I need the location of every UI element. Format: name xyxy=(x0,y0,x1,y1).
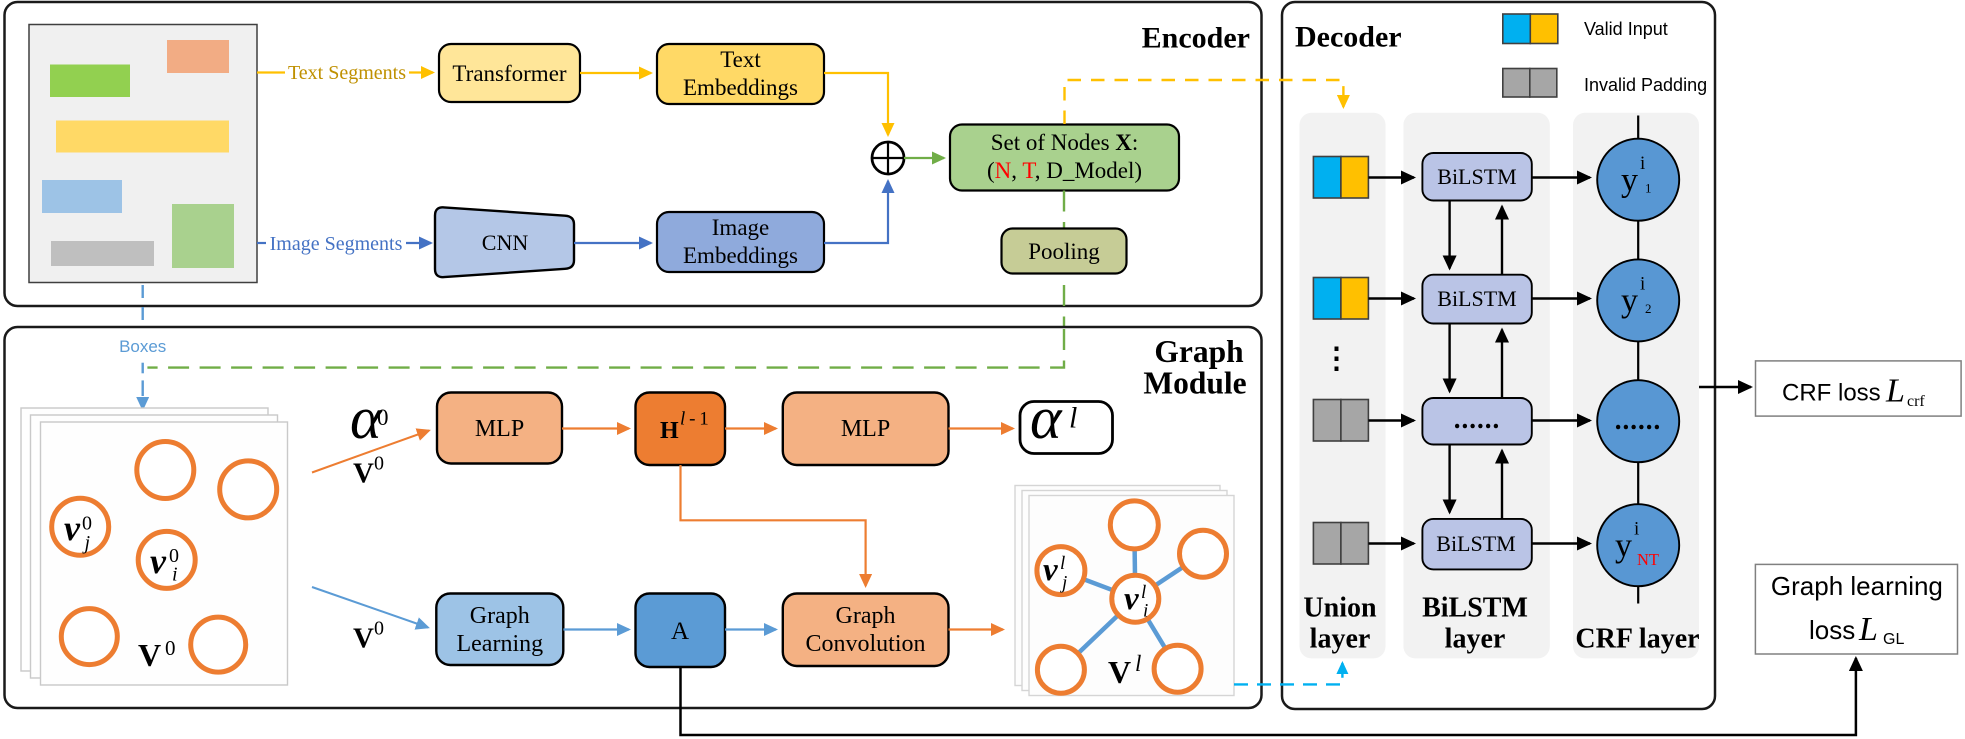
svg-text:Image Segments: Image Segments xyxy=(270,233,403,255)
svg-text:y: y xyxy=(1615,528,1632,565)
svg-text:Union: Union xyxy=(1303,593,1377,624)
svg-text:0: 0 xyxy=(377,405,389,430)
svg-text:Text: Text xyxy=(720,47,761,72)
svg-text:0: 0 xyxy=(169,545,179,567)
svg-text:MLP: MLP xyxy=(475,416,524,442)
svg-text:Graph: Graph xyxy=(470,603,530,629)
svg-text:layer: layer xyxy=(1445,624,1506,655)
svg-text:layer: layer xyxy=(1310,624,1371,655)
svg-text:Graph learning: Graph learning xyxy=(1771,571,1943,601)
svg-text:Module: Module xyxy=(1143,366,1246,401)
svg-text:⋮: ⋮ xyxy=(1322,343,1351,375)
svg-text:l - 1: l - 1 xyxy=(680,409,709,430)
svg-text:Embeddings: Embeddings xyxy=(683,75,798,100)
svg-text:......: ...... xyxy=(1454,404,1501,434)
svg-text:Text Segments: Text Segments xyxy=(288,62,406,84)
svg-text:y: y xyxy=(1621,162,1638,199)
svg-text:V: V xyxy=(138,637,161,673)
svg-text:CRF loss: CRF loss xyxy=(1782,380,1881,407)
svg-text:1: 1 xyxy=(1645,181,1652,196)
svg-text:CRF layer: CRF layer xyxy=(1575,624,1699,655)
svg-text:Decoder: Decoder xyxy=(1295,21,1402,54)
svg-text:i: i xyxy=(1634,519,1639,540)
svg-text:Set of Nodes X:: Set of Nodes X: xyxy=(991,130,1139,155)
svg-text:Image: Image xyxy=(712,215,769,240)
svg-text:y: y xyxy=(1621,283,1638,320)
svg-text:α: α xyxy=(350,385,383,451)
svg-text:Pooling: Pooling xyxy=(1028,239,1100,264)
svg-text:V: V xyxy=(353,623,374,655)
svg-text:j: j xyxy=(82,532,91,554)
svg-text:v: v xyxy=(150,541,167,581)
svg-text:0: 0 xyxy=(165,636,176,660)
svg-text:Graph: Graph xyxy=(836,603,896,629)
svg-text:j: j xyxy=(1059,573,1067,594)
svg-text:V: V xyxy=(353,458,374,490)
svg-text:0: 0 xyxy=(374,453,384,475)
svg-text:BiLSTM: BiLSTM xyxy=(1422,593,1528,624)
svg-text:L: L xyxy=(1885,373,1905,410)
svg-text:0: 0 xyxy=(82,513,92,535)
svg-text:Boxes: Boxes xyxy=(119,337,166,356)
svg-text:v: v xyxy=(64,508,81,548)
svg-text:Valid Input: Valid Input xyxy=(1584,19,1668,39)
svg-text:Convolution: Convolution xyxy=(805,631,925,657)
svg-text:L: L xyxy=(1858,611,1878,648)
svg-text:l: l xyxy=(1069,402,1077,435)
svg-text:0: 0 xyxy=(374,618,384,640)
svg-text:i: i xyxy=(1143,601,1148,622)
svg-text:loss: loss xyxy=(1809,615,1855,645)
svg-text:BiLSTM: BiLSTM xyxy=(1436,531,1515,556)
svg-text:l: l xyxy=(1141,582,1146,603)
svg-text:V: V xyxy=(1108,654,1131,690)
svg-text:i: i xyxy=(1640,153,1645,174)
svg-text:Encoder: Encoder xyxy=(1142,22,1250,55)
svg-text:BiLSTM: BiLSTM xyxy=(1437,164,1516,189)
svg-text:Embeddings: Embeddings xyxy=(683,243,798,268)
svg-text:l: l xyxy=(1060,553,1065,574)
svg-text:A: A xyxy=(671,618,689,645)
svg-text:......: ...... xyxy=(1615,405,1662,435)
svg-text:Transformer: Transformer xyxy=(452,61,566,86)
svg-text:2: 2 xyxy=(1645,301,1652,316)
svg-text:i: i xyxy=(172,564,178,586)
svg-text:CNN: CNN xyxy=(482,230,529,255)
svg-text:l: l xyxy=(1135,651,1141,676)
svg-text:i: i xyxy=(1640,274,1645,295)
svg-text:v: v xyxy=(1124,581,1139,617)
svg-text:(N, T, D_Model): (N, T, D_Model) xyxy=(987,158,1142,183)
svg-text:Learning: Learning xyxy=(456,631,543,657)
svg-text:Graph: Graph xyxy=(1154,334,1244,369)
svg-text:GL: GL xyxy=(1883,631,1904,648)
svg-text:H: H xyxy=(660,418,679,444)
svg-text:v: v xyxy=(1043,552,1058,588)
svg-text:α: α xyxy=(1030,385,1063,451)
svg-text:crf: crf xyxy=(1907,393,1925,410)
svg-text:NT: NT xyxy=(1637,550,1659,569)
svg-text:MLP: MLP xyxy=(841,416,890,442)
svg-text:BiLSTM: BiLSTM xyxy=(1437,286,1516,311)
svg-text:Invalid Padding: Invalid Padding xyxy=(1584,75,1707,95)
